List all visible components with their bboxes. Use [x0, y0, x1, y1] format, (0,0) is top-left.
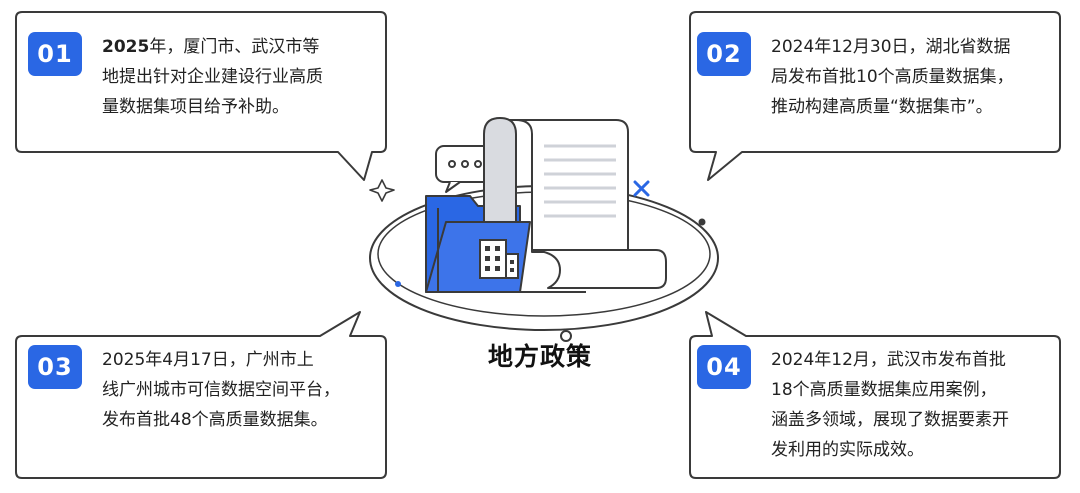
bubble-04 [689, 311, 1061, 479]
number-badge-02: 02 [697, 32, 751, 76]
number-badge-01: 01 [28, 32, 82, 76]
policy-text-01: 2025年，厦门市、武汉市等 地提出针对企业建设行业高质 量数据集项目给予补助。 [102, 32, 323, 122]
policy-card-03: 03 2025年4月17日，广州市上 线广州城市可信数据空间平台， 发布首批48… [28, 345, 373, 435]
policy-text-01-body: 年，厦门市、武汉市等 地提出针对企业建设行业高质 量数据集项目给予补助。 [102, 37, 323, 117]
policy-card-04: 04 2024年12月，武汉市发布首批 18个高质量数据集应用案例， 涵盖多领域… [697, 345, 1047, 465]
number-badge-03: 03 [28, 345, 82, 389]
center-title: 地方政策 [487, 342, 592, 371]
policy-card-01: 01 2025年，厦门市、武汉市等 地提出针对企业建设行业高质 量数据集项目给予… [28, 32, 373, 122]
policy-text-04: 2024年12月，武汉市发布首批 18个高质量数据集应用案例， 涵盖多领域，展现… [771, 350, 1009, 460]
number-badge-04: 04 [697, 345, 751, 389]
policy-text-03: 2025年4月17日，广州市上 线广州城市可信数据空间平台， 发布首批48个高质… [102, 350, 340, 430]
folder-document-building-icon [369, 117, 719, 342]
bubble-01 [15, 11, 387, 181]
policy-text-02: 2024年12月30日，湖北省数据 局发布首批10个高质量数据集， 推动构建高质… [771, 37, 1014, 117]
bubble-03 [15, 311, 387, 479]
policy-card-02: 02 2024年12月30日，湖北省数据 局发布首批10个高质量数据集， 推动构… [697, 32, 1047, 122]
bubble-02 [689, 11, 1061, 181]
policy-year-01: 2025 [102, 37, 150, 57]
